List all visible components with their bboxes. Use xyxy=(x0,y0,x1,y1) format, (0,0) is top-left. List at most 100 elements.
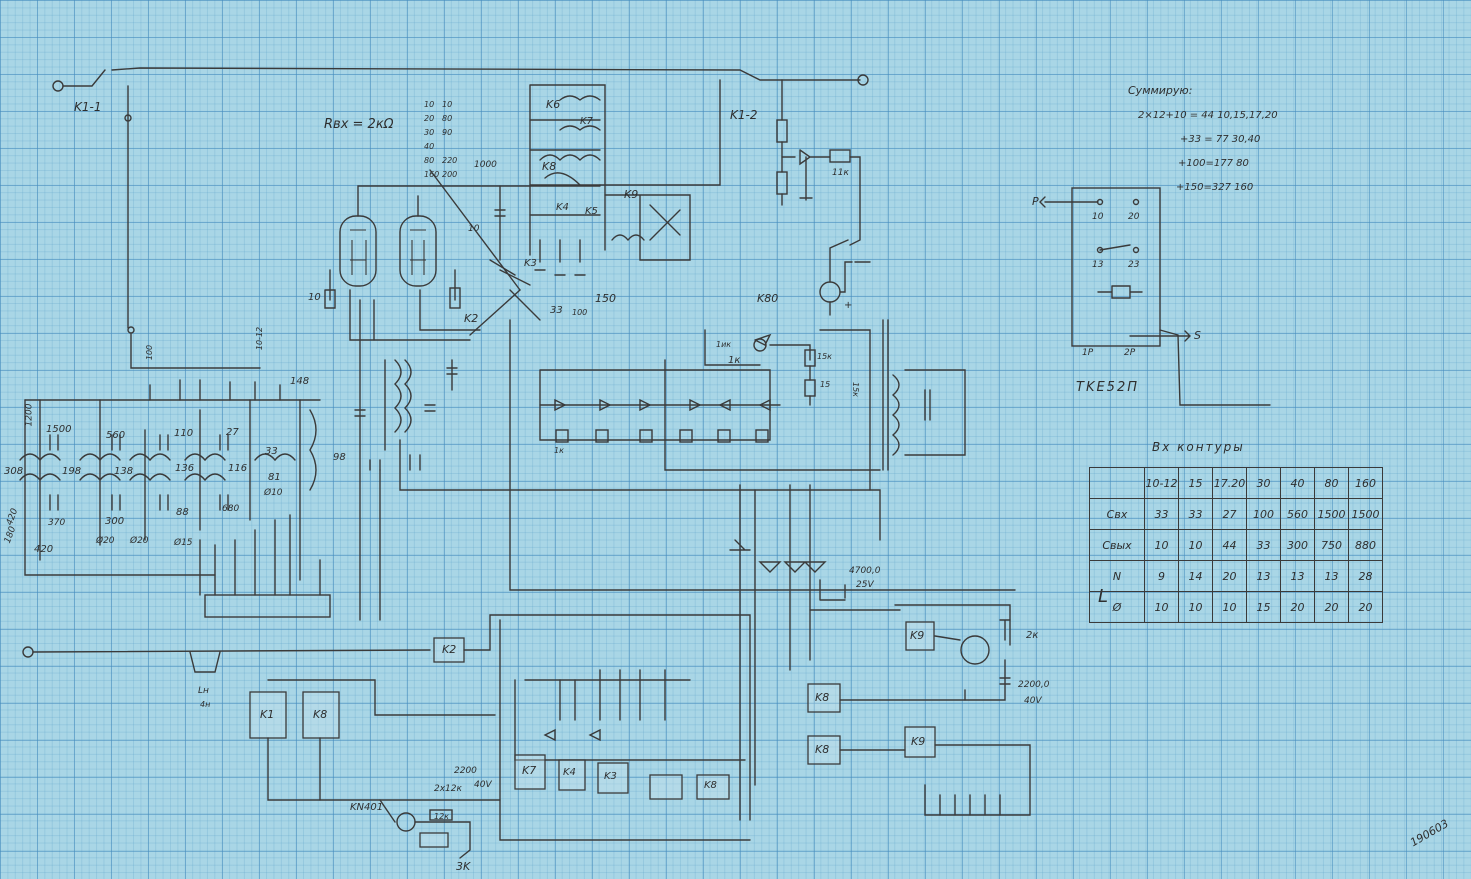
label-plus: + xyxy=(844,300,853,311)
label-c-100: 100 xyxy=(572,308,588,317)
label-relay-k1-2: K1-2 xyxy=(730,108,758,122)
label-c308: 308 xyxy=(4,466,24,477)
label-c27: 27 xyxy=(226,427,239,438)
label-c680: 680 xyxy=(222,504,240,514)
label-c300: 300 xyxy=(105,516,125,527)
vacuum-tubes xyxy=(324,185,601,341)
table-row: Ø 10 10 10 15 20 20 20 xyxy=(1089,591,1383,623)
label-r-11k: 11к xyxy=(832,168,849,178)
sum-line-4: +150=327 160 xyxy=(1176,182,1254,193)
band-switch xyxy=(429,169,541,336)
table-cell: 27 xyxy=(1212,498,1247,530)
label-relay-k3: K3 xyxy=(524,258,537,269)
table-cell: 13 xyxy=(1314,560,1349,592)
table-cell: 100 xyxy=(1246,498,1281,530)
diode-bridge xyxy=(539,319,966,491)
label-lh2: 4н xyxy=(200,700,211,709)
label-pin-s: S xyxy=(1194,329,1201,342)
label-c420: 420 xyxy=(34,544,54,555)
label-pin-10: 10 xyxy=(1092,212,1104,222)
label-band-80: 80 xyxy=(424,156,435,165)
label-relay-k8-center: K8 xyxy=(815,691,830,704)
label-c370: 370 xyxy=(48,518,66,528)
table-header-cell: 15 xyxy=(1178,467,1213,499)
table-header-cell: 80 xyxy=(1314,467,1349,499)
label-pin-20: 20 xyxy=(1128,212,1140,222)
label-c-33: 33 xyxy=(550,305,563,316)
table-header-cell: 17.20 xyxy=(1212,467,1247,499)
label-relay-k5: K5 xyxy=(585,206,598,217)
label-r-1ik: 1ик xyxy=(716,340,732,349)
label-tke: TKE52П xyxy=(1076,380,1139,395)
label-c81: 81 xyxy=(268,472,281,483)
label-cap-4700: 4700,0 xyxy=(849,566,881,576)
label-band-val-10: 10 xyxy=(442,100,453,109)
table-cell: 10 xyxy=(1178,591,1213,623)
label-phi10: Ø10 xyxy=(264,488,283,498)
label-r-10: 10 xyxy=(308,292,321,303)
label-pin-2p: 2P xyxy=(1124,348,1136,358)
label-relay-k7-b: K7 xyxy=(522,764,537,777)
label-band-160: 160 xyxy=(424,170,440,179)
label-phi20b: Ø20 xyxy=(130,536,149,546)
table-cell: 1500 xyxy=(1314,498,1349,530)
meter xyxy=(819,239,871,316)
table-cell: 10 xyxy=(1178,529,1213,561)
input-circuits-table: 10-12 15 17.20 30 40 80 160 Свх 33 33 27… xyxy=(1089,467,1383,623)
table-cell: 33 xyxy=(1144,498,1179,530)
label-relay-k1-box: K1 xyxy=(260,708,275,721)
label-r-1k: 1к xyxy=(728,355,741,366)
coil-transformers xyxy=(354,299,1016,621)
label-relay-k9-lower: K9 xyxy=(911,735,926,748)
label-r-1k-b: 1к xyxy=(554,446,564,455)
label-pin-p: P xyxy=(1032,195,1039,208)
table-cell: 44 xyxy=(1212,529,1247,561)
table-cell: 10 xyxy=(1212,591,1247,623)
label-c138: 138 xyxy=(114,466,134,477)
table-cell: 9 xyxy=(1144,560,1179,592)
label-band-20: 20 xyxy=(424,114,435,123)
table-row: Свх 33 33 27 100 560 1500 1500 xyxy=(1089,498,1383,530)
label-relay-k8-top: K8 xyxy=(542,160,557,173)
table-row: N 9 14 20 13 13 13 28 xyxy=(1089,560,1383,592)
label-relay-k3-b: K3 xyxy=(604,771,617,782)
table-header-cell: 10-12 xyxy=(1144,467,1179,499)
sum-line-1: 2×12+10 = 44 10,15,17,20 xyxy=(1138,110,1278,121)
table-cell: 880 xyxy=(1348,529,1383,561)
table-cell: 33 xyxy=(1178,498,1213,530)
label-c1200: 1200 xyxy=(24,403,35,427)
label-c88: 88 xyxy=(176,507,189,518)
label-r-2k: 2к xyxy=(1026,630,1039,641)
power-supply xyxy=(22,484,1031,859)
table-title: Вх контуры xyxy=(1152,440,1245,454)
label-relay-k4-b: K4 xyxy=(563,767,576,778)
label-band-val-90: 90 xyxy=(442,128,453,137)
label-band-val-80: 80 xyxy=(442,114,453,123)
input-filter-bank xyxy=(19,379,331,618)
label-input-resistance: Rвх = 2кΩ xyxy=(324,117,394,132)
label-3k: 3K xyxy=(456,860,471,873)
table-header-row: 10-12 15 17.20 30 40 80 160 xyxy=(1089,467,1383,499)
label-band-val-220: 220 xyxy=(442,156,458,165)
label-relay-k7: K7 xyxy=(580,116,593,127)
table-row-label: Свх xyxy=(1089,498,1145,530)
label-c560: 560 xyxy=(106,430,126,441)
label-relay-k4: K4 xyxy=(556,202,569,213)
table-row-label: Свых xyxy=(1089,529,1145,561)
sum-title: Суммирую: xyxy=(1128,84,1193,97)
table-cell: 560 xyxy=(1280,498,1315,530)
label-pin-23: 23 xyxy=(1128,260,1140,270)
label-relay-k8-center2: K8 xyxy=(815,743,830,756)
table-cell: 15 xyxy=(1246,591,1281,623)
label-r-15k-b: 15к xyxy=(851,381,861,398)
label-relay-k6: K6 xyxy=(546,98,561,111)
table-row: Свых 10 10 44 33 300 750 880 xyxy=(1089,529,1383,561)
label-cap-2200-b: 2200 xyxy=(454,766,477,776)
label-c110: 110 xyxy=(174,428,194,439)
label-cap-2200-b3: 40V xyxy=(474,780,492,790)
label-c136: 136 xyxy=(175,463,195,474)
label-relay-k80: K80 xyxy=(757,292,779,305)
label-relay-k9-right: K9 xyxy=(910,629,925,642)
label-relay-k9-top: K9 xyxy=(624,188,639,201)
